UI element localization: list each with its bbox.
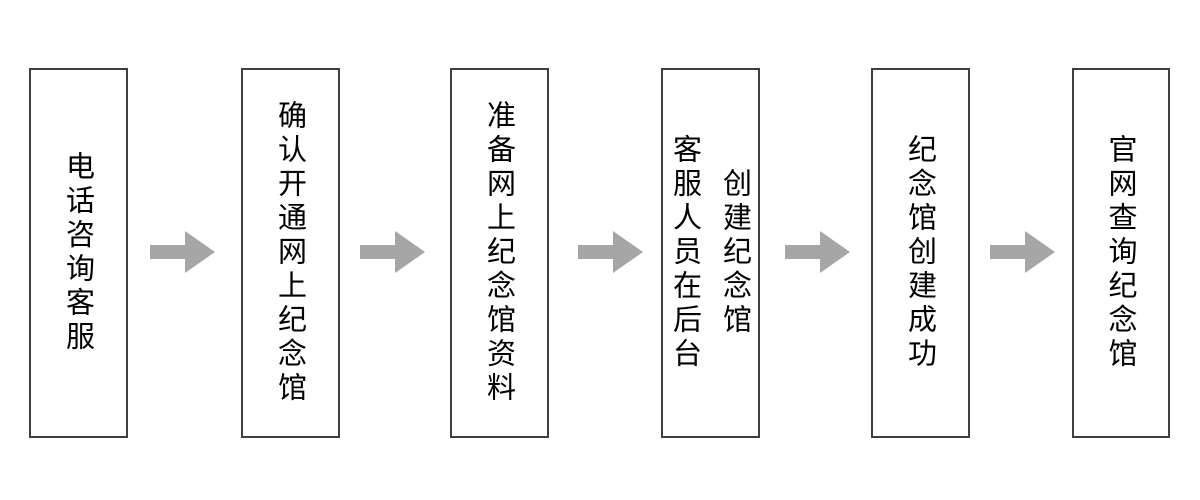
arrow-right-icon bbox=[150, 231, 215, 273]
flow-step-prepare-materials: 准备网上纪念馆资料 bbox=[450, 68, 549, 438]
flow-step-label: 官网查询纪念馆 bbox=[1104, 134, 1138, 372]
flow-step-label: 电话咨询客服 bbox=[61, 151, 96, 355]
flow-step-phone-consult: 电话咨询客服 bbox=[29, 68, 128, 438]
flow-step-backend-create: 客服人员在后台 创建纪念馆 bbox=[661, 68, 760, 438]
flow-step-label: 准备网上纪念馆资料 bbox=[482, 100, 517, 406]
flow-step-confirm-open: 确认开通网上纪念馆 bbox=[241, 68, 340, 438]
arrow-right-icon bbox=[785, 231, 850, 273]
arrow-right-icon bbox=[990, 231, 1055, 273]
flow-step-create-success: 纪念馆创建成功 bbox=[871, 68, 970, 438]
arrow-right-icon bbox=[360, 231, 425, 273]
flow-step-label: 纪念馆创建成功 bbox=[903, 134, 938, 372]
flow-step-official-site-query: 官网查询纪念馆 bbox=[1072, 68, 1170, 438]
flow-step-label: 确认开通网上纪念馆 bbox=[273, 100, 308, 406]
flow-step-label: 客服人员在后台 创建纪念馆 bbox=[668, 134, 753, 372]
arrow-right-icon bbox=[578, 231, 643, 273]
